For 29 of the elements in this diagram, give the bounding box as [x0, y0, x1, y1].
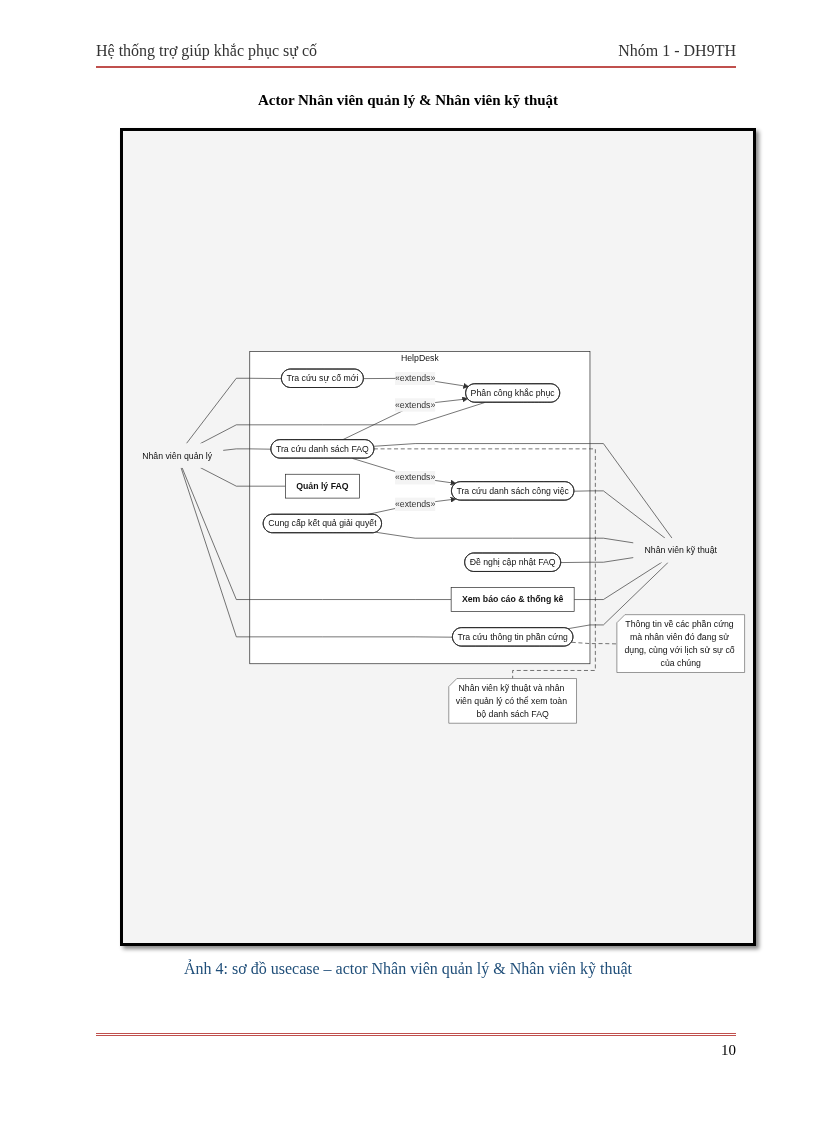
connector [373, 442, 673, 539]
connector [199, 401, 486, 444]
connector [573, 561, 663, 600]
connector [222, 448, 272, 451]
connector [560, 556, 635, 563]
connector [567, 561, 669, 629]
caption: Ảnh 4: sơ đồ usecase – actor Nhân viên quản lý & Nhân viên kỹ thuật [183, 960, 633, 978]
connector [373, 448, 596, 679]
connector [180, 466, 454, 638]
connector [571, 641, 618, 644]
node-box [450, 586, 575, 612]
page-number: 10 [721, 1042, 736, 1059]
header-text: Hệ thống trợ giúp khắc phục sự cố [96, 42, 318, 60]
connector [181, 466, 452, 600]
header-text: Nhóm 1 - DH9TH [618, 42, 736, 60]
node-text: Nhân viên quản lý [142, 450, 213, 461]
edge-label: «extends» [395, 472, 436, 483]
connector [375, 531, 635, 543]
connector [185, 377, 283, 444]
connector [573, 490, 666, 539]
diagram-frame: HelpDesk «extends» «extends» «extends» «extends» Nhân viên quản lý Nhân viên kỹ thuật Nhân viên kỹ thuật và nhân viên quản lý có thể xem toàn bộ danh sách FAQ Thông tin về các phần cứng mà nhân viên đó đang sử dụng, cùng với lịch sử sự cố của chúng Phân công khắc phục Tra cứu sự cố mới Tra cứu danh sách FAQ Tra cứu danh sách công việc Cung cấp kết quả giải quyết Đề nghị cập nhật FAQ Quản lý FAQ Xem báo cáo & thống kê Tra cứu thông tin phần cứng [120, 128, 756, 946]
edge-label: «extends» [395, 399, 436, 410]
node-text: Nhân viên kỹ thuật [644, 544, 717, 555]
heading: Actor Nhân viên quản lý & Nhân viên kỹ thuật [256, 92, 560, 109]
edge-label: «extends» [395, 372, 436, 383]
connector [199, 466, 286, 487]
cluster [249, 350, 591, 664]
edge-label: «extends» [395, 498, 436, 509]
node-box [285, 473, 360, 499]
